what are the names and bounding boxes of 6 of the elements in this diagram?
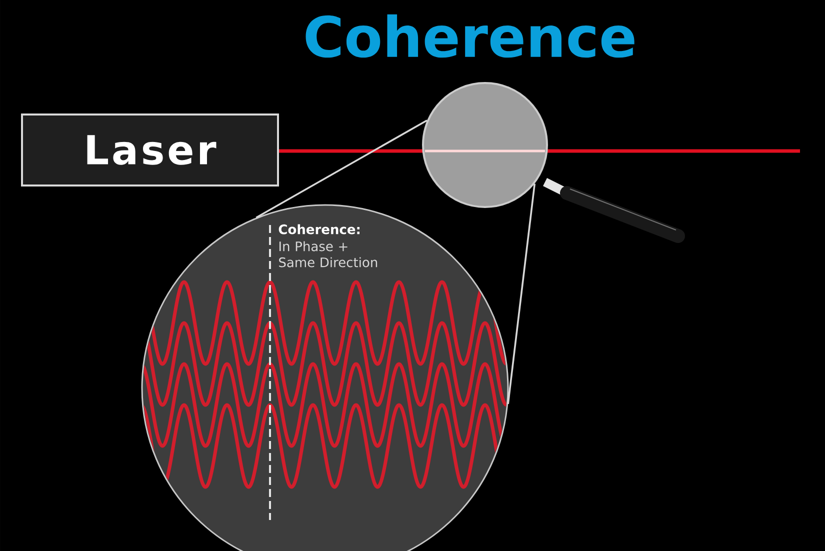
magnifier-drawing [422,82,685,243]
zoom-line [256,120,428,218]
laser-box: Laser [21,114,279,186]
body-text: In Phase + Same Direction [279,241,378,268]
heading-text: Coherence: [278,224,360,234]
title: Coherence [306,14,634,58]
